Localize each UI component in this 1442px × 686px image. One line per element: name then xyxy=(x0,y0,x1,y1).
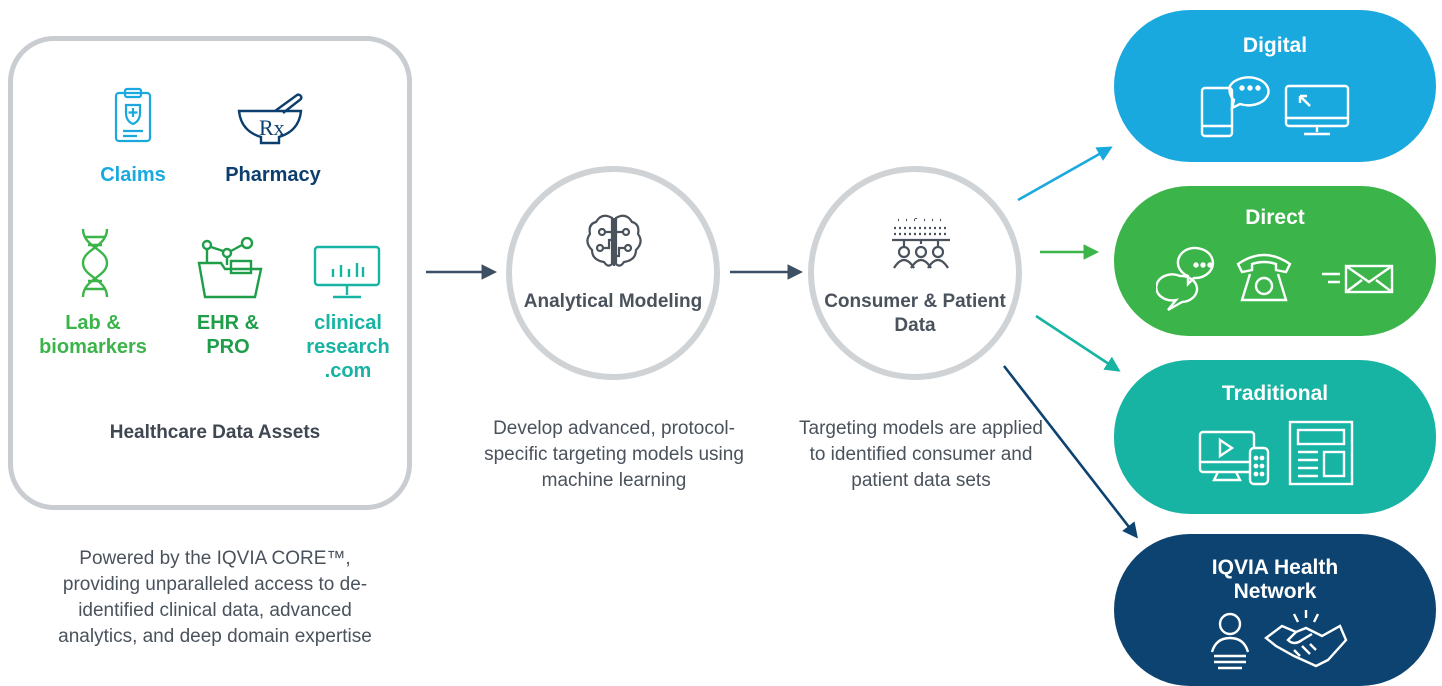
svg-text:Rx: Rx xyxy=(259,115,285,140)
chat-bubbles-icon xyxy=(1155,246,1226,317)
step-analytical-modeling: Analytical Modeling xyxy=(506,166,720,380)
channel-title-iqvia-health-network: IQVIA Health Network xyxy=(1211,556,1339,603)
people-data-icon xyxy=(890,216,952,275)
dna-icon xyxy=(75,227,115,304)
mobile-chat-icon xyxy=(1200,74,1280,143)
assets-caption: Powered by the IQVIA CORE™, providing un… xyxy=(58,548,372,647)
step-consumer-patient-data: Consumer & Patient Data xyxy=(808,166,1022,380)
step-description-analytical-modeling: Develop advanced, protocol-specific targ… xyxy=(484,418,744,491)
tv-remote-icon xyxy=(1198,430,1272,493)
asset-label-ehr: EHR & PRO xyxy=(196,312,260,358)
arrow-to-health-network xyxy=(1002,365,1138,539)
desktop-cursor-icon xyxy=(1284,84,1350,141)
folder-network-icon xyxy=(195,236,265,304)
asset-label-pharmacy: Pharmacy xyxy=(225,164,321,186)
asset-label-lab: Lab & biomarkers xyxy=(39,312,147,358)
step-title-analytical-modeling: Analytical Modeling xyxy=(523,291,703,312)
channel-traditional: Traditional xyxy=(1114,360,1436,514)
assets-box-title: Healthcare Data Assets xyxy=(109,422,321,443)
step-title-consumer-patient-data: Consumer & Patient Data xyxy=(824,291,1006,336)
channel-direct: Direct xyxy=(1114,186,1436,336)
channel-title-traditional: Traditional xyxy=(1221,382,1329,405)
channel-title-digital: Digital xyxy=(1242,34,1308,57)
monitor-chart-icon xyxy=(313,245,381,306)
person-icon xyxy=(1210,612,1250,675)
mail-icon xyxy=(1320,262,1396,301)
step-description-consumer-patient-data: Targeting models are applied to identifi… xyxy=(799,418,1043,491)
channel-title-direct: Direct xyxy=(1245,206,1305,229)
asset-label-clinical-research: clinical research .com xyxy=(306,312,390,382)
healthcare-data-assets-box: Claims Rx Pharmacy Lab & biomarkers EHR … xyxy=(8,36,412,510)
mortar-pestle-rx-icon: Rx xyxy=(235,91,305,152)
newspaper-icon xyxy=(1288,420,1354,491)
brain-circuit-icon xyxy=(586,212,642,275)
channel-iqvia-health-network: IQVIA Health Network xyxy=(1114,534,1436,686)
arrow-to-traditional xyxy=(1035,314,1121,372)
asset-label-claims: Claims xyxy=(100,164,166,186)
clipboard-icon xyxy=(113,87,153,150)
arrow-to-digital xyxy=(1017,146,1113,202)
handshake-icon xyxy=(1264,608,1348,675)
channel-digital: Digital xyxy=(1114,10,1436,162)
telephone-icon xyxy=(1236,248,1292,309)
